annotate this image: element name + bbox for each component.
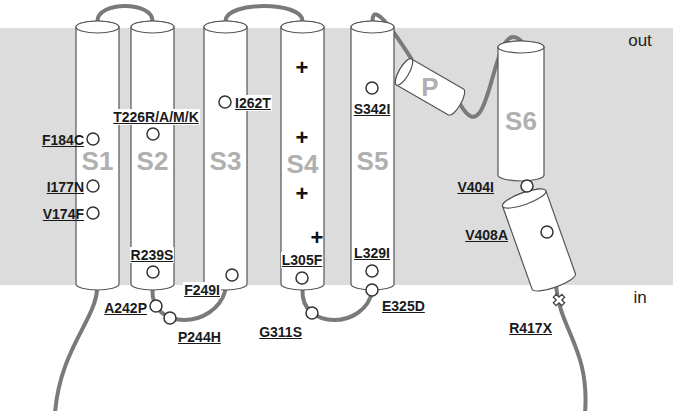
mutation-label: F249I [183,282,221,298]
mutation-dot [87,207,99,219]
mutation-label: T226R/A/M/K [112,109,200,125]
helix-cylinder [76,21,119,290]
mutation-label: S342I [353,101,392,117]
mutation-dot [521,180,533,192]
mutation-label: I262T [234,95,272,111]
mutation-label: I177N [47,179,84,195]
mutation-label: L329I [353,245,391,261]
helix-cap [498,41,544,53]
helix-name: S6 [505,108,537,134]
helix-cylinder [204,21,247,290]
mutation-label: R239S [130,247,175,263]
side-label: in [633,288,646,307]
helix-name: S4 [287,151,319,177]
charge-sign: + [296,127,309,149]
charge-sign: + [296,183,309,205]
mutation-label: P244H [178,329,221,345]
mutation-dot [87,133,99,145]
helix-name: S1 [82,148,114,174]
side-label: out [628,31,652,50]
helix-cap [392,57,416,88]
loop-connector [226,6,303,21]
mutation-dot [366,265,378,277]
mutation-dot [366,284,378,296]
mutation-dot [366,82,378,94]
helix-cap [131,21,174,33]
helix: P [390,54,470,120]
helix-cylinder [351,21,394,290]
mutation-label: A242P [104,300,147,316]
mutation-dot [150,300,162,312]
helix-cylinder [392,57,468,118]
mutation-label: V408A [465,227,508,243]
mutation-dot [306,307,318,319]
helix: S3 [203,20,248,291]
helix-name: S2 [137,148,169,174]
n-terminus-tail [55,290,97,411]
pore-helix [392,57,468,118]
mutation-dot [164,312,176,324]
loop-connector [302,290,372,320]
charge-sign: + [311,227,324,249]
helix: S1 [75,20,120,291]
helix-cap [351,21,394,33]
mutation-label: V174F [43,206,84,222]
mutation-dot [147,266,159,278]
helix: S6 [497,40,545,182]
loop-connector [98,6,153,21]
helix-name: S5 [357,148,389,174]
charge-sign: + [296,57,309,79]
mutation-label: F184C [42,132,84,148]
truncation-cross [551,292,568,309]
s6-lower-helix [501,185,578,295]
mutation-dot [147,128,159,140]
mutation-dot [541,226,553,238]
mutation-label: L305F [281,252,323,268]
mutation-dot [226,269,238,281]
mutation-label: G311S [259,324,302,340]
helix-name: P [421,74,438,100]
mutation-dot [87,180,99,192]
helix-cylinder [498,41,544,181]
mutation-label: E325D [382,298,425,314]
helix-cap [281,21,324,33]
mutation-label: V404I [457,179,494,195]
mutation-dot [219,96,231,108]
helix-cylinder [281,21,324,290]
mutation-label: R417X [509,320,552,336]
helix-name: S3 [210,148,242,174]
helix-cap [204,21,247,33]
helix-cap [76,21,119,33]
helix-cylinder [501,185,578,295]
mutation-dot [296,272,308,284]
